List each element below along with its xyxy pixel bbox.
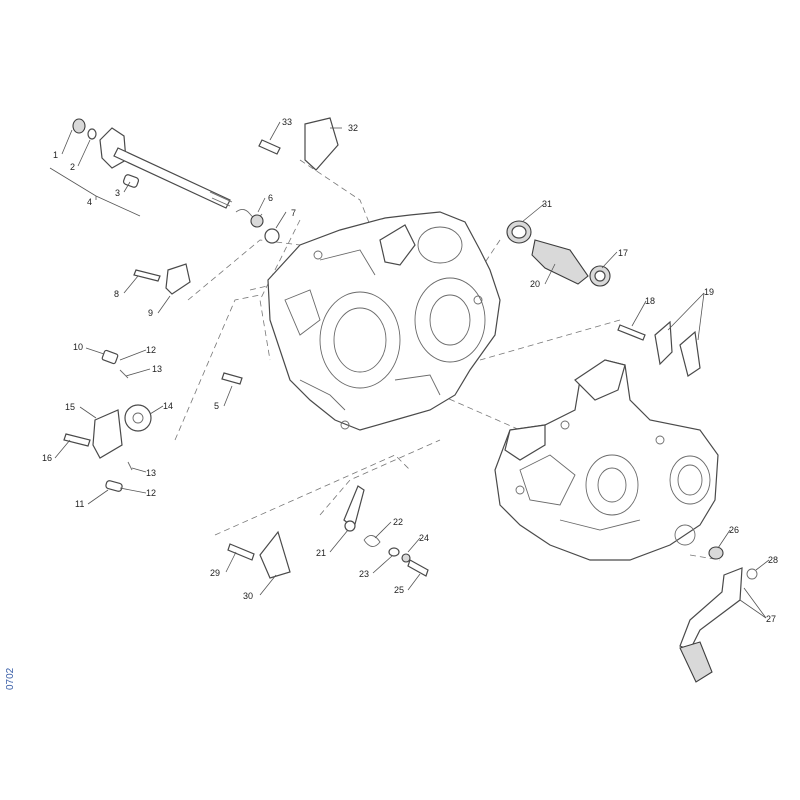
callout-7: 7 xyxy=(291,208,296,218)
callout-9: 9 xyxy=(148,308,153,318)
callout-25: 25 xyxy=(394,585,404,595)
callout-26: 26 xyxy=(729,525,739,535)
callout-29: 29 xyxy=(210,568,220,578)
callout-10: 10 xyxy=(73,342,83,352)
callout-17: 17 xyxy=(618,248,628,258)
callout-32: 32 xyxy=(348,123,358,133)
callout-2: 2 xyxy=(70,162,75,172)
callout-19: 19 xyxy=(704,287,714,297)
callout-3: 3 xyxy=(115,188,120,198)
callout-31: 31 xyxy=(542,199,552,209)
callout-16: 16 xyxy=(42,453,52,463)
callout-23: 23 xyxy=(359,569,369,579)
callout-13a: 13 xyxy=(152,364,162,374)
callout-12b: 12 xyxy=(146,488,156,498)
callout-14: 14 xyxy=(163,401,173,411)
callout-1: 1 xyxy=(53,150,58,160)
callout-11: 11 xyxy=(75,499,84,509)
callout-8: 8 xyxy=(114,289,119,299)
callout-22: 22 xyxy=(393,517,403,527)
selector-forks-top xyxy=(617,320,701,377)
callout-6: 6 xyxy=(268,193,273,203)
callout-30: 30 xyxy=(243,591,253,601)
callout-15: 15 xyxy=(65,402,75,412)
callout-18: 18 xyxy=(645,296,655,306)
shaft-assembly xyxy=(72,118,233,209)
crankcase-left-half xyxy=(267,211,501,431)
gear-pedal xyxy=(679,546,758,683)
callout-labels: 1 2 3 4 5 6 7 8 9 10 12 13 15 14 16 13 1… xyxy=(42,117,778,624)
callout-20: 20 xyxy=(530,279,540,289)
lever-parts xyxy=(227,485,429,579)
callout-33: 33 xyxy=(282,117,292,127)
callout-21: 21 xyxy=(316,548,326,558)
callout-27: 27 xyxy=(766,614,776,624)
diagram-code: 0702 xyxy=(5,667,16,690)
callout-28: 28 xyxy=(768,555,778,565)
callout-12a: 12 xyxy=(146,345,156,355)
callout-4: 4 xyxy=(87,197,92,207)
callout-13b: 13 xyxy=(146,468,156,478)
callout-24: 24 xyxy=(419,533,429,543)
leader-lines xyxy=(49,121,770,619)
callout-5: 5 xyxy=(214,401,219,411)
crankcase-right-half xyxy=(494,359,719,561)
small-components xyxy=(63,117,339,492)
shift-drum-assembly xyxy=(506,220,611,287)
